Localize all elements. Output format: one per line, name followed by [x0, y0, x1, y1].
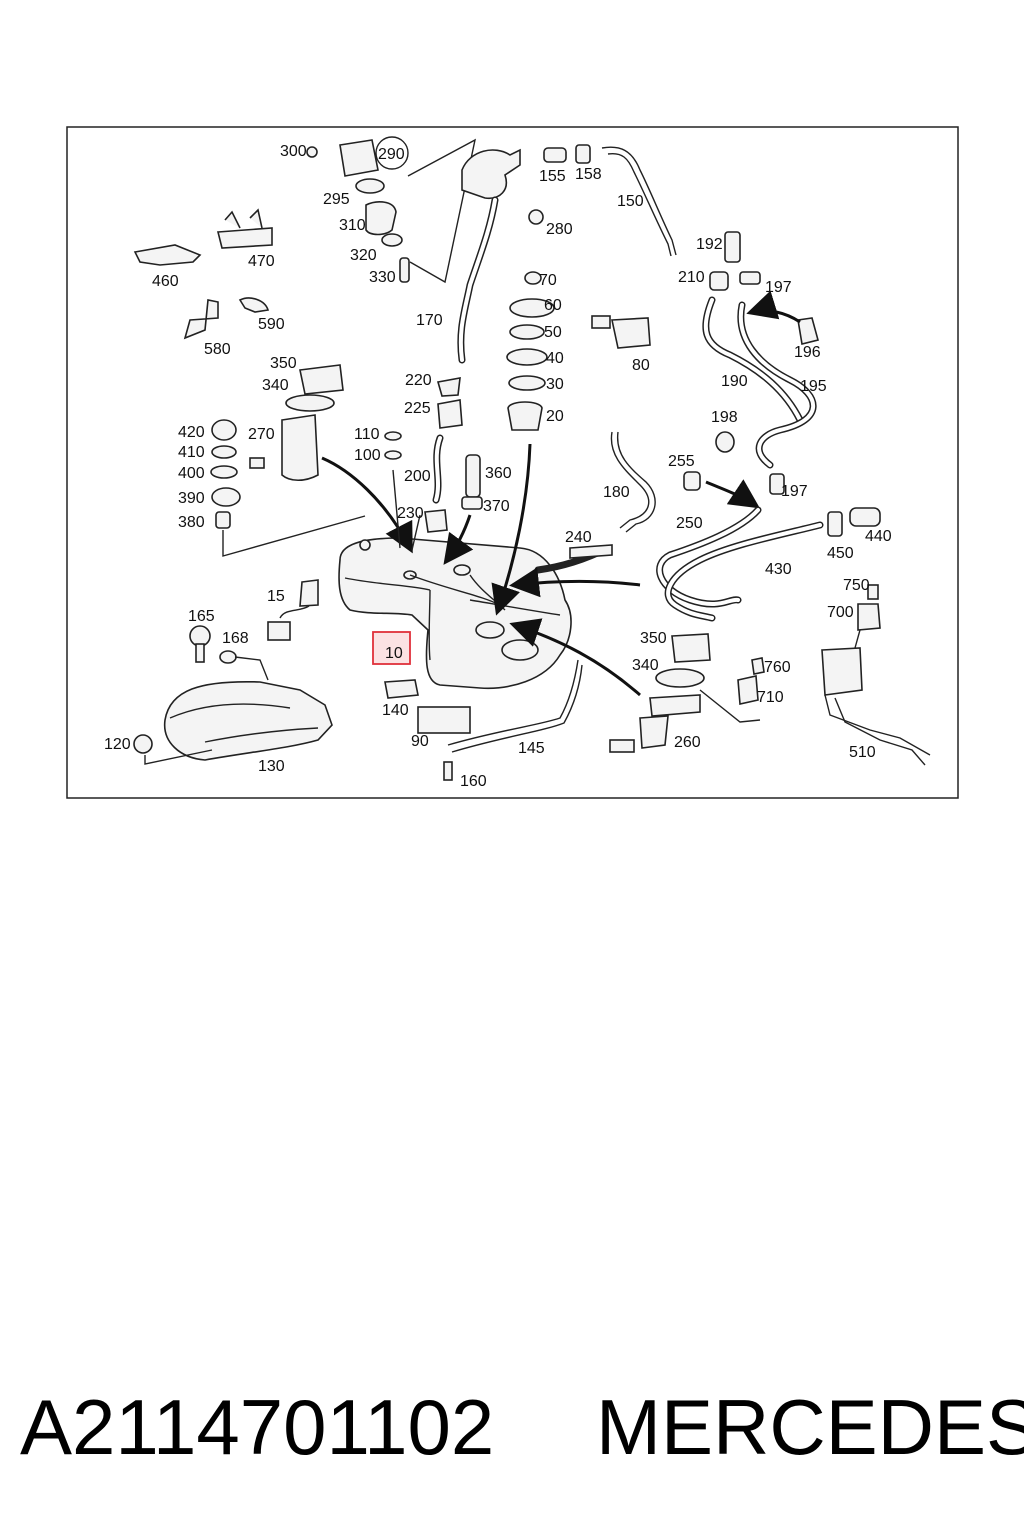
callout-168: 168 [222, 630, 249, 647]
callout-197-mid: 197 [781, 483, 808, 500]
callout-580: 580 [204, 341, 231, 358]
middle-hoses [411, 377, 483, 565]
callout-130: 130 [258, 758, 285, 775]
callout-220: 220 [405, 372, 432, 389]
callout-10: 10 [385, 645, 403, 662]
callout-90: 90 [411, 733, 429, 750]
callout-340-right: 340 [632, 657, 659, 674]
callout-145: 145 [518, 740, 545, 757]
callout-225: 225 [404, 400, 431, 417]
callout-300: 300 [280, 143, 307, 160]
callout-260: 260 [674, 734, 701, 751]
callout-110: 110 [354, 426, 380, 443]
callout-160: 160 [460, 773, 487, 790]
callout-330: 330 [369, 269, 396, 286]
callout-460: 460 [152, 273, 179, 290]
callout-430: 430 [765, 561, 792, 578]
callout-380: 380 [178, 514, 205, 531]
callout-230: 230 [397, 505, 424, 522]
callout-80: 80 [632, 357, 650, 374]
part-number-caption: A2114701102 [20, 1383, 495, 1471]
callout-590: 590 [258, 316, 285, 333]
callout-200: 200 [404, 468, 431, 485]
callout-750: 750 [843, 577, 870, 594]
fuel-pump-module-right [509, 584, 931, 766]
callout-140: 140 [382, 702, 409, 719]
callout-295: 295 [323, 191, 350, 208]
callout-210: 210 [678, 269, 705, 286]
callout-196: 196 [794, 344, 821, 361]
callout-192: 192 [696, 236, 723, 253]
callout-270: 270 [248, 426, 275, 443]
callout-255: 255 [668, 453, 695, 470]
callout-195: 195 [800, 378, 827, 395]
callout-165: 165 [188, 608, 215, 625]
brand-caption: MERCEDES [596, 1383, 1024, 1471]
callout-100: 100 [354, 447, 381, 464]
callout-360: 360 [485, 465, 512, 482]
callout-310: 310 [339, 217, 366, 234]
lower-left-parts [133, 579, 333, 765]
callout-158: 158 [575, 166, 602, 183]
callout-760: 760 [764, 659, 791, 676]
callout-155: 155 [539, 168, 566, 185]
callout-190: 190 [721, 373, 748, 390]
callout-350-left: 350 [270, 355, 297, 372]
callout-390: 390 [178, 490, 205, 507]
callout-470: 470 [248, 253, 275, 270]
fuel-pump-module-left [210, 364, 413, 557]
callout-450: 450 [827, 545, 854, 562]
callout-180: 180 [603, 484, 630, 501]
callout-290: 290 [378, 146, 405, 163]
callout-70: 70 [539, 272, 557, 289]
callout-290-circle [375, 136, 409, 170]
callout-510: 510 [849, 744, 876, 761]
vent-lines [683, 231, 819, 509]
callout-40: 40 [546, 350, 564, 367]
callout-280: 280 [546, 221, 573, 238]
fuel-lines-right [509, 431, 881, 622]
callout-15: 15 [267, 588, 285, 605]
callout-350-right: 350 [640, 630, 667, 647]
sender-seal-stack [491, 271, 651, 616]
callout-340-left: 340 [262, 377, 289, 394]
callout-250: 250 [676, 515, 703, 532]
callout-30: 30 [546, 376, 564, 393]
callout-420: 420 [178, 424, 205, 441]
bracket-parts [133, 208, 273, 340]
callout-labels: 300 290 295 310 320 330 155 158 150 280 … [104, 136, 892, 790]
callout-60: 60 [544, 297, 562, 314]
highlight-box-10 [372, 631, 411, 665]
callout-440: 440 [865, 528, 892, 545]
callout-198: 198 [711, 409, 738, 426]
callout-700: 700 [827, 604, 854, 621]
callout-170: 170 [416, 312, 443, 329]
callout-240: 240 [565, 529, 592, 546]
callout-50: 50 [544, 324, 562, 341]
callout-410: 410 [178, 444, 205, 461]
callout-320: 320 [350, 247, 377, 264]
callout-197-top: 197 [765, 279, 792, 296]
callout-370: 370 [483, 498, 510, 515]
callout-400: 400 [178, 465, 205, 482]
callout-710: 710 [757, 689, 784, 706]
lower-centre-parts [384, 659, 583, 781]
callout-20: 20 [546, 408, 564, 425]
callout-120: 120 [104, 736, 131, 753]
filler-neck-assembly [306, 138, 677, 364]
callout-150: 150 [617, 193, 644, 210]
